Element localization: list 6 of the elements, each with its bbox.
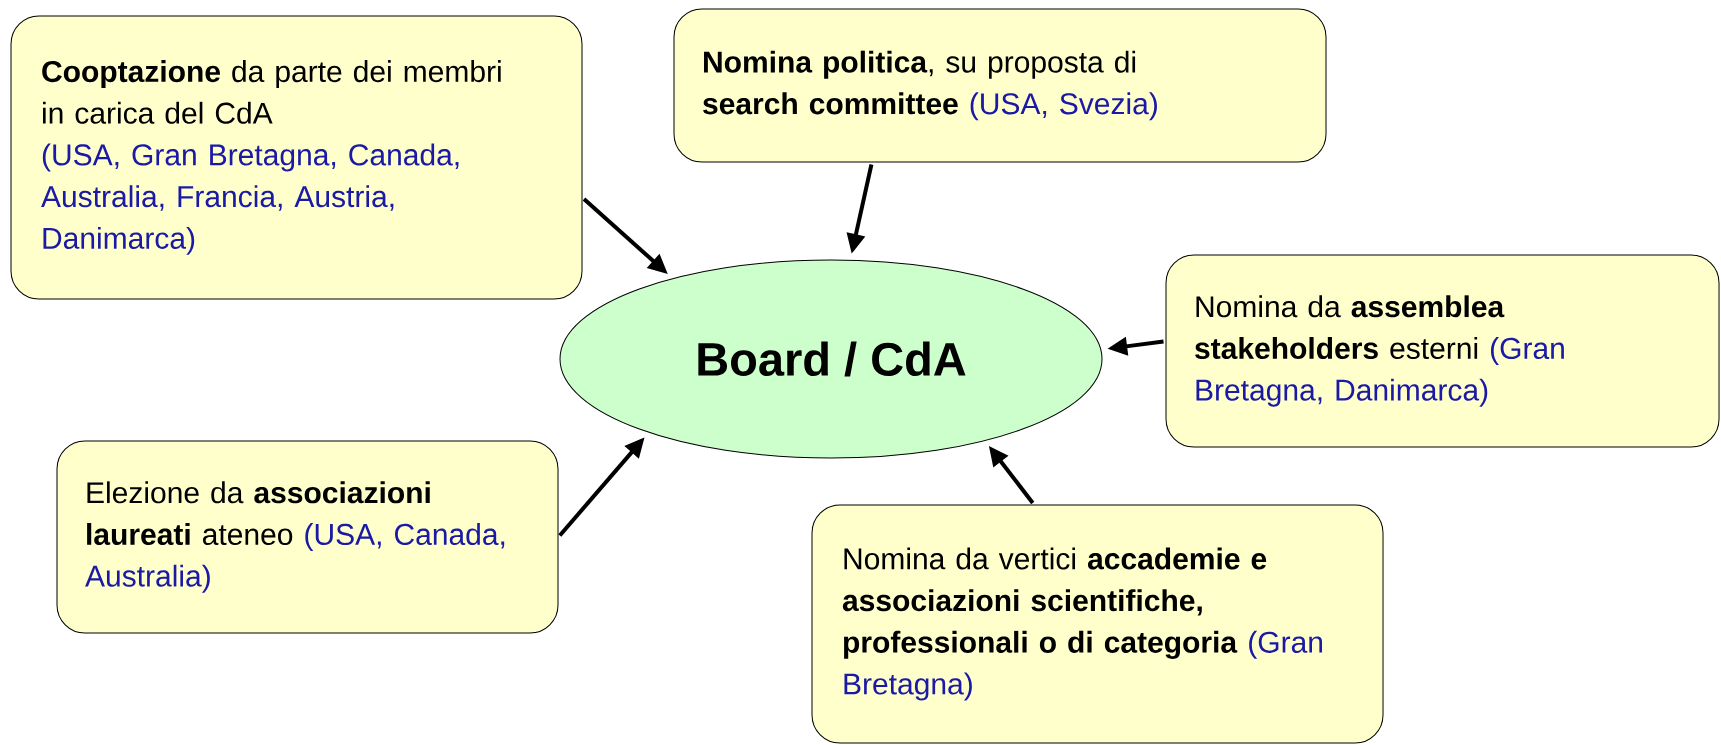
text-box: Nomina da vertici accademie e associazioni scientifiche, professionali o di categoria (Gran Bretagna) [811,504,1384,744]
text-box: Nomina da assemblea stakeholders esterni (Gran Bretagna, Danimarca) [1165,254,1720,448]
text-box: Cooptazione da parte dei membri in carica del CdA (USA, Gran Bretagna, Canada, Australia, Francia, Austria, Danimarca) [10,15,583,300]
ellipse-node: Board / CdA [559,259,1103,459]
text-box: Elezione da associazioni laureati ateneo (USA, Canada, Australia) [56,440,559,634]
text-box: Nomina politica, su proposta di search committee (USA, Svezia) [673,8,1327,163]
